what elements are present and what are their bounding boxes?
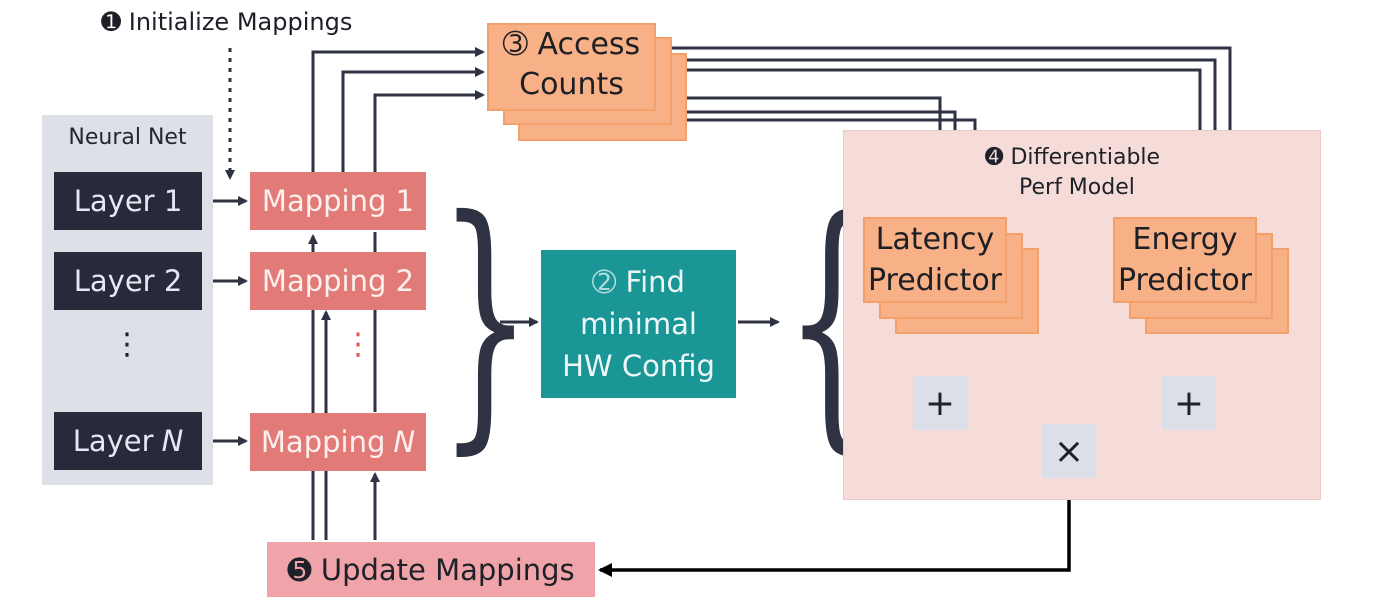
- energy-sum-operator: +: [1162, 376, 1216, 430]
- step-marker-3: ➂: [502, 27, 528, 62]
- mapping-1-box: Mapping 1: [250, 172, 426, 230]
- perf-model-label: ➍ Differentiable Perf Model: [985, 145, 1161, 200]
- step-marker-1: ➊: [101, 8, 122, 36]
- initialize-mappings-label: ➊ Initialize Mappings: [101, 8, 353, 36]
- latency-predictor-box: Latency Predictor: [863, 217, 1007, 303]
- neural-net-title: Neural Net: [68, 125, 187, 150]
- latency-sum-operator: +: [913, 376, 967, 430]
- mapping-2-box: Mapping 2: [250, 252, 426, 310]
- mapping-to-access-1: [311, 47, 485, 172]
- mapping-ellipsis: ⋮: [343, 327, 373, 362]
- mappings-close-brace: }: [438, 162, 533, 477]
- mapping-to-access-2: [341, 67, 485, 172]
- layer-ellipsis: ⋮: [112, 327, 142, 362]
- step-marker-5: ➎: [287, 552, 312, 587]
- step-marker-2: ➁: [592, 265, 617, 299]
- product-operator: ×: [1042, 424, 1096, 478]
- product-to-update: [598, 478, 1071, 577]
- step-marker-4: ➍: [985, 145, 1004, 170]
- mapping-to-access-3: [373, 90, 485, 172]
- energy-predictor-box: Energy Predictor: [1113, 217, 1257, 303]
- layer-2-box: Layer 2: [54, 252, 202, 310]
- find-hw-config-box: ➁ Find minimal HW Config: [541, 250, 736, 398]
- access-counts-box: ➂ Access Counts: [487, 23, 656, 111]
- update-mappings-box: ➎ Update Mappings: [267, 542, 595, 597]
- layer-1-box: Layer 1: [54, 172, 202, 230]
